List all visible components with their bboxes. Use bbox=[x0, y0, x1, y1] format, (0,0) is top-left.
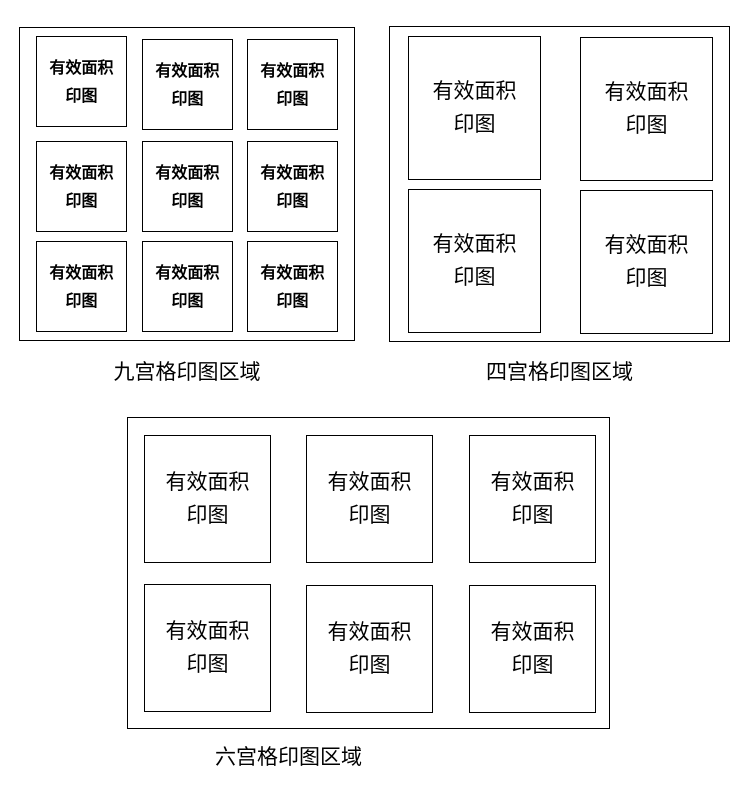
cell-label-line2: 印图 bbox=[511, 653, 554, 677]
four-grid-cell: 有效面积印图 bbox=[580, 37, 713, 181]
cell-label-line2: 印图 bbox=[625, 266, 668, 290]
cell-label-line1: 有效面积 bbox=[49, 57, 114, 77]
nine-grid-cell: 有效面积印图 bbox=[36, 36, 127, 127]
cell-label-line1: 有效面积 bbox=[432, 232, 517, 256]
nine-grid-cell: 有效面积印图 bbox=[247, 39, 338, 130]
cell-label-line2: 印图 bbox=[276, 290, 309, 310]
nine-grid-cell: 有效面积印图 bbox=[247, 141, 338, 232]
cell-label-line1: 有效面积 bbox=[49, 262, 114, 282]
cell-label-line2: 印图 bbox=[65, 290, 98, 310]
cell-label-line1: 有效面积 bbox=[155, 60, 220, 80]
cell-label-line1: 有效面积 bbox=[327, 470, 412, 494]
four-grid-caption: 四宫格印图区域 bbox=[486, 360, 633, 384]
nine-grid-cell: 有效面积印图 bbox=[142, 39, 233, 130]
cell-label-line2: 印图 bbox=[625, 113, 668, 137]
cell-label-line1: 有效面积 bbox=[155, 262, 220, 282]
cell-label-line1: 有效面积 bbox=[165, 619, 250, 643]
cell-label-line2: 印图 bbox=[348, 653, 391, 677]
six-grid-cell: 有效面积印图 bbox=[306, 435, 433, 563]
cell-label-line2: 印图 bbox=[171, 88, 204, 108]
nine-grid-cell: 有效面积印图 bbox=[142, 241, 233, 332]
cell-label-line1: 有效面积 bbox=[49, 162, 114, 182]
cell-label-line1: 有效面积 bbox=[490, 470, 575, 494]
cell-label-line2: 印图 bbox=[171, 290, 204, 310]
cell-label-line1: 有效面积 bbox=[604, 233, 689, 257]
cell-label-line1: 有效面积 bbox=[490, 620, 575, 644]
cell-label-line1: 有效面积 bbox=[260, 262, 325, 282]
cell-label-line1: 有效面积 bbox=[432, 79, 517, 103]
four-grid-frame: 有效面积印图 有效面积印图 有效面积印图 有效面积印图 bbox=[389, 26, 730, 342]
cell-label-line2: 印图 bbox=[453, 265, 496, 289]
nine-grid-cell: 有效面积印图 bbox=[36, 141, 127, 232]
cell-label-line2: 印图 bbox=[511, 503, 554, 527]
cell-label-line2: 印图 bbox=[65, 190, 98, 210]
six-grid-caption: 六宫格印图区域 bbox=[215, 745, 362, 769]
nine-grid-cell: 有效面积印图 bbox=[142, 141, 233, 232]
nine-grid-cell: 有效面积印图 bbox=[247, 241, 338, 332]
six-grid-cell: 有效面积印图 bbox=[306, 585, 433, 713]
six-grid-cell: 有效面积印图 bbox=[144, 435, 271, 563]
cell-label-line2: 印图 bbox=[453, 112, 496, 136]
cell-label-line1: 有效面积 bbox=[604, 80, 689, 104]
cell-label-line1: 有效面积 bbox=[260, 162, 325, 182]
six-grid-cell: 有效面积印图 bbox=[469, 435, 596, 563]
four-grid-cell: 有效面积印图 bbox=[408, 189, 541, 333]
cell-label-line2: 印图 bbox=[65, 85, 98, 105]
cell-label-line1: 有效面积 bbox=[260, 60, 325, 80]
six-grid-cell: 有效面积印图 bbox=[144, 584, 271, 712]
nine-grid-frame: 有效面积印图 有效面积印图 有效面积印图 有效面积印图 有效面积印图 有效面积印… bbox=[19, 27, 355, 341]
four-grid-cell: 有效面积印图 bbox=[408, 36, 541, 180]
cell-label-line2: 印图 bbox=[171, 190, 204, 210]
cell-label-line1: 有效面积 bbox=[165, 470, 250, 494]
cell-label-line2: 印图 bbox=[276, 190, 309, 210]
cell-label-line2: 印图 bbox=[186, 652, 229, 676]
cell-label-line1: 有效面积 bbox=[327, 620, 412, 644]
cell-label-line2: 印图 bbox=[186, 503, 229, 527]
four-grid-cell: 有效面积印图 bbox=[580, 190, 713, 334]
six-grid-frame: 有效面积印图 有效面积印图 有效面积印图 有效面积印图 有效面积印图 有效面积印… bbox=[127, 417, 610, 729]
nine-grid-caption: 九宫格印图区域 bbox=[113, 360, 261, 384]
cell-label-line2: 印图 bbox=[348, 503, 391, 527]
six-grid-cell: 有效面积印图 bbox=[469, 585, 596, 713]
cell-label-line2: 印图 bbox=[276, 88, 309, 108]
nine-grid-cell: 有效面积印图 bbox=[36, 241, 127, 332]
cell-label-line1: 有效面积 bbox=[155, 162, 220, 182]
